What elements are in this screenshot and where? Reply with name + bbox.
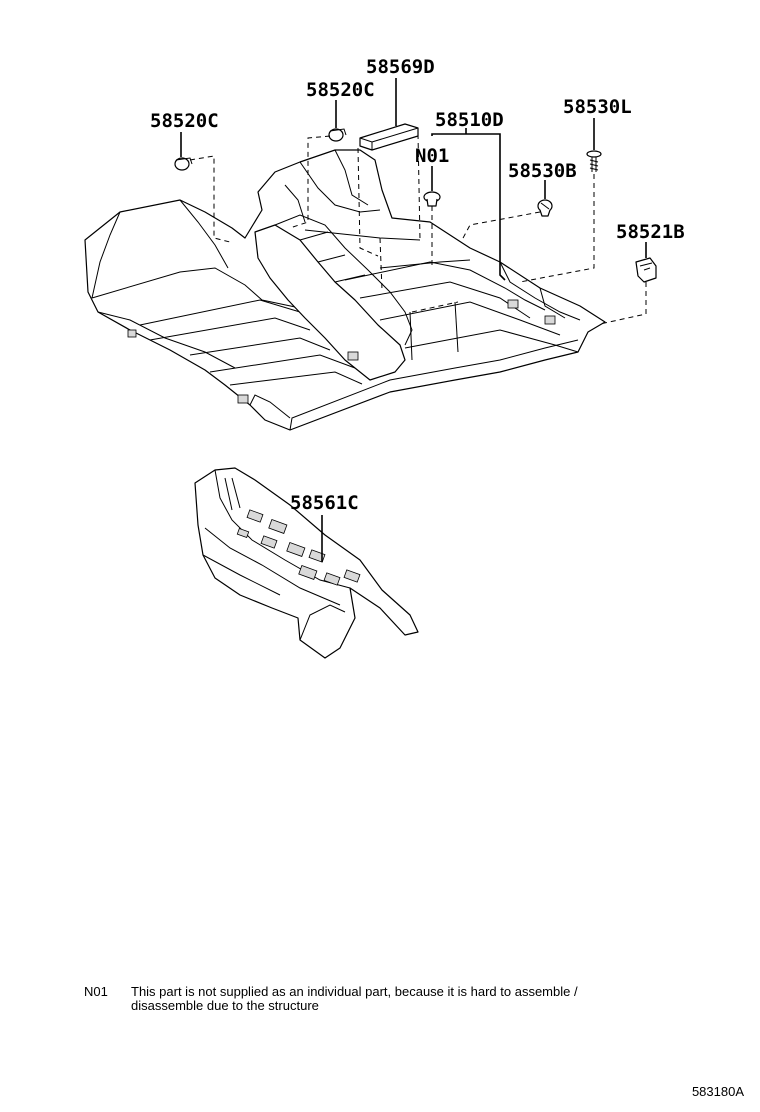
note-code: N01 [84, 984, 108, 999]
label-58561c: 58561C [290, 492, 359, 514]
note-line-2: disassemble due to the structure [131, 998, 319, 1013]
label-58520c-top: 58520C [306, 79, 375, 101]
floor-carpet-assembly [84, 149, 606, 431]
label-n01: N01 [415, 145, 449, 167]
label-58520c-left: 58520C [150, 110, 219, 132]
bracket-58521b-icon [635, 257, 657, 283]
clip-58530b-icon [537, 199, 553, 217]
label-58530b: 58530B [508, 160, 577, 182]
reference-lines [189, 133, 647, 325]
label-58530l: 58530L [563, 96, 632, 118]
grommet-n01-icon [423, 191, 441, 207]
note-line-1: This part is not supplied as an individu… [131, 984, 578, 999]
screw-58530l-icon [586, 150, 602, 172]
clip-58520c-top-icon [328, 128, 347, 142]
label-58510d: 58510D [435, 109, 504, 131]
label-58521b: 58521B [616, 221, 685, 243]
catalog-code: 583180A [691, 1084, 744, 1099]
rear-floor-carpet [194, 467, 419, 659]
label-58569d: 58569D [366, 56, 435, 78]
bar-58569d-icon [359, 123, 419, 151]
note-text: This part is not supplied as an individu… [131, 985, 691, 1013]
leader-lines [180, 78, 647, 562]
clip-58520c-left-icon [174, 157, 193, 171]
